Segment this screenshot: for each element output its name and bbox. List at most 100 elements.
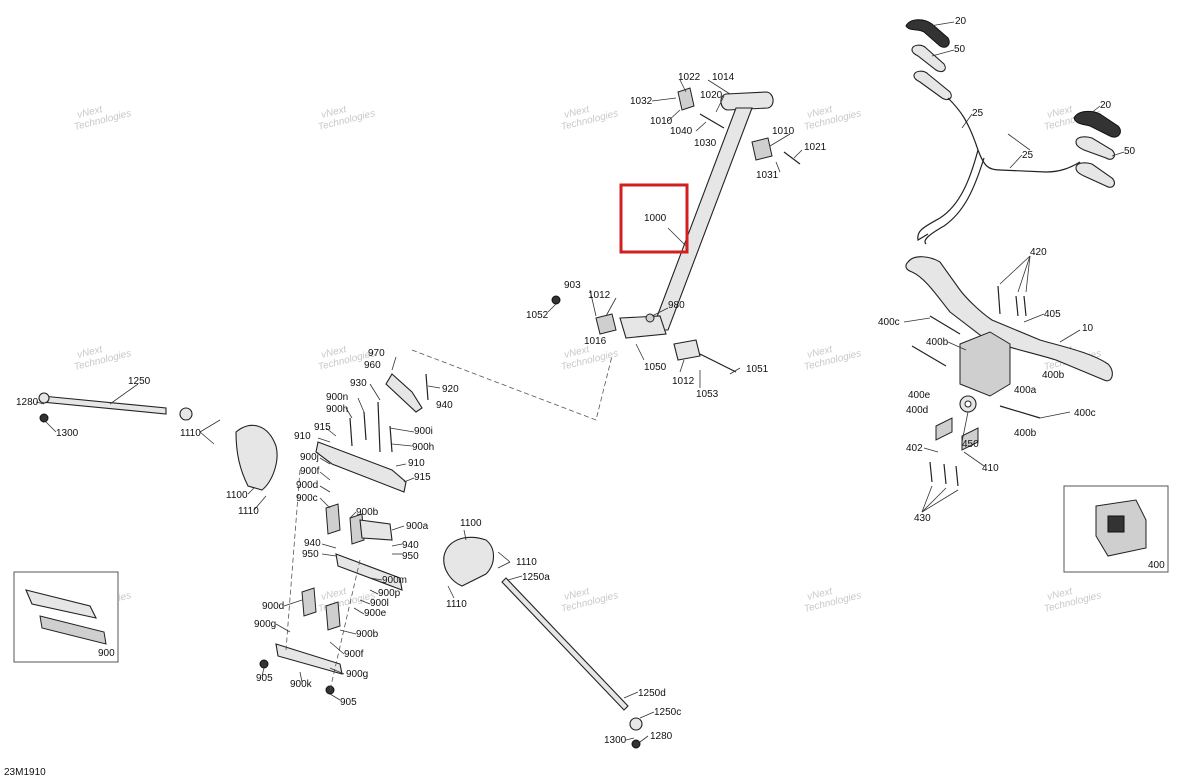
part-label: 400a — [1014, 385, 1037, 396]
riser-block-part — [959, 331, 1011, 397]
leader-line — [921, 487, 947, 513]
part-label: 1250d — [638, 688, 666, 699]
center-linkage-assembly — [259, 373, 429, 695]
part-label: 930 — [350, 378, 367, 389]
bolt-part — [377, 401, 381, 453]
inset-logo-block — [1107, 515, 1125, 533]
leader-line — [329, 693, 341, 701]
spindle-left-part — [235, 424, 278, 491]
part-label: 915 — [414, 472, 431, 483]
leader-line — [667, 227, 687, 247]
upper-arm-part — [315, 441, 407, 493]
leader-line — [247, 487, 255, 495]
part-label: 450 — [962, 439, 979, 450]
part-label: 50 — [954, 44, 966, 55]
part-label: 1110 — [238, 506, 259, 517]
bolt-part — [389, 425, 393, 453]
part-label: 1031 — [756, 170, 779, 181]
handlebar-assembly — [905, 256, 1113, 487]
leader-line — [729, 367, 741, 375]
nut-part — [259, 659, 269, 669]
bolt-part — [349, 417, 353, 447]
leader-line — [903, 317, 931, 323]
part-label: 900d — [262, 601, 284, 612]
sleeve-right-lower-part — [1075, 162, 1115, 188]
leader-line — [1111, 151, 1125, 157]
leader-line — [317, 437, 331, 443]
part-label: 900n — [326, 392, 348, 403]
tie-rod-part — [501, 577, 629, 711]
nut-part — [325, 685, 335, 695]
leader-line — [921, 485, 933, 513]
leader-line — [35, 401, 45, 405]
inset-frame — [13, 571, 119, 663]
part-label: 900l — [370, 598, 389, 609]
tie-rod-right-assembly — [443, 536, 643, 749]
part-label: 1014 — [712, 72, 735, 83]
part-label: 1016 — [584, 336, 607, 347]
sleeve-right-part — [1075, 136, 1115, 160]
leader-line — [199, 419, 221, 433]
clamp-left-part — [935, 417, 953, 441]
inset-900 — [13, 571, 119, 663]
leader-line — [497, 561, 511, 569]
leader-line — [1089, 105, 1101, 115]
leader-line — [299, 671, 303, 683]
leader-line — [403, 477, 415, 483]
leader-line — [1009, 154, 1023, 169]
leader-line — [507, 575, 523, 581]
part-label: 1250 — [128, 376, 151, 387]
part-label: 1032 — [630, 96, 653, 107]
leader-line — [319, 497, 331, 509]
part-label: 1300 — [56, 428, 79, 439]
leader-line — [329, 667, 345, 675]
handlebar-part — [905, 256, 1113, 382]
leader-line — [357, 397, 365, 413]
part-label: 900h — [412, 442, 434, 453]
part-label: 400b — [926, 337, 949, 348]
leader-line — [369, 589, 379, 595]
part-label: 1050 — [644, 362, 667, 373]
grip-right-part — [1073, 110, 1121, 138]
pitman-arm-part — [673, 339, 701, 361]
leader-line — [497, 551, 511, 563]
leader-line — [109, 383, 139, 405]
leader-line — [707, 79, 731, 95]
part-label: 920 — [442, 384, 459, 395]
leader-line — [1017, 255, 1031, 293]
part-labels: 20 50 25 25 20 50 1022 1014 1032 1020 10… — [16, 16, 1165, 746]
column-base-part — [619, 315, 667, 339]
part-label: 900p — [378, 588, 401, 599]
leader-line — [391, 356, 397, 371]
sleeve-left-part — [911, 44, 946, 73]
part-label: 20 — [955, 16, 967, 27]
part-label: 1040 — [670, 126, 693, 137]
part-label: 1012 — [588, 290, 611, 301]
bushing-part — [677, 87, 695, 111]
part-label: 1250c — [654, 707, 681, 718]
leader-line — [651, 97, 677, 102]
part-label: 1053 — [696, 389, 719, 400]
leader-line — [679, 359, 685, 373]
leader-line — [353, 607, 365, 615]
part-label: 400b — [1014, 428, 1037, 439]
rod-end-part — [629, 717, 643, 731]
part-label: 400b — [1042, 370, 1065, 381]
leader-line — [45, 421, 57, 433]
part-label: 900e — [364, 608, 387, 619]
leader-line — [463, 529, 467, 541]
part-label: 900i — [414, 426, 433, 437]
leader-line — [275, 623, 291, 633]
bolt-part — [783, 151, 801, 165]
part-label: 1022 — [678, 72, 701, 83]
part-label: 410 — [982, 463, 999, 474]
leader-line — [319, 457, 331, 465]
bolt-part — [943, 463, 947, 485]
part-label: 900g — [346, 669, 368, 680]
part-label: 430 — [914, 513, 931, 524]
leader-line — [349, 511, 357, 519]
bushing-lower-part — [595, 313, 617, 335]
leader-line — [391, 543, 403, 547]
